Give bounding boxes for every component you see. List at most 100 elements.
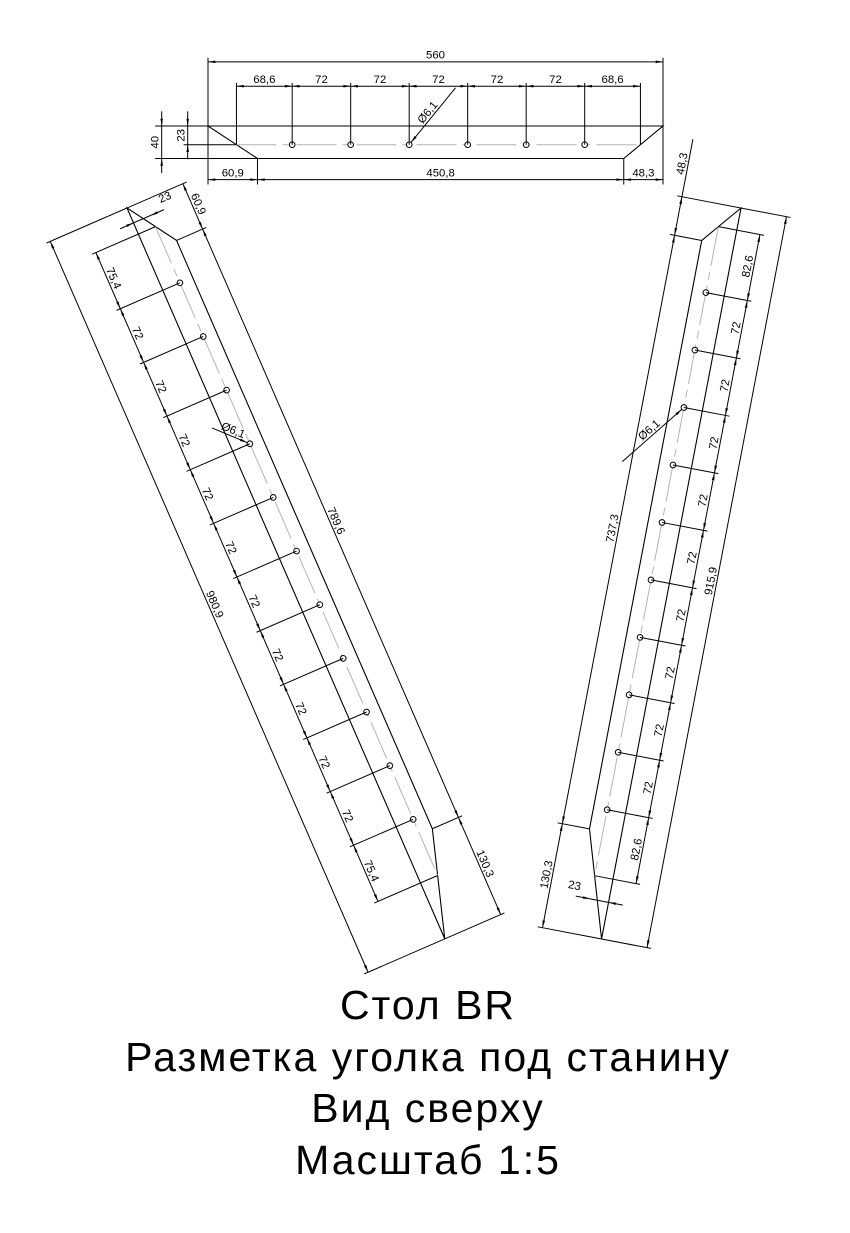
dimension-arrow xyxy=(722,415,726,423)
hole-spacing-label: 72 xyxy=(129,325,145,341)
title-line-description: Разметка уголка под станину xyxy=(125,1034,731,1080)
bottom-dimension-label: 60,9 xyxy=(222,167,244,179)
hole-spacing-label: 75,4 xyxy=(103,266,123,291)
hole-spacing-dimension xyxy=(284,684,307,738)
angle-outline xyxy=(208,126,663,159)
hole-spacing-label: 72 xyxy=(339,808,355,824)
dimension-arrow xyxy=(633,84,641,88)
edge-dimension xyxy=(458,817,500,914)
hole-spacing-label: 68,6 xyxy=(602,74,624,86)
hole-spacing-dimension xyxy=(237,577,260,631)
dimension-arrow xyxy=(460,84,468,88)
hole-offset-label: 23 xyxy=(157,190,173,206)
hole-spacing-label: 72 xyxy=(708,436,722,451)
hole-spacing-dimension xyxy=(636,818,649,884)
dimension-arrow xyxy=(160,158,163,166)
dimension-arrow xyxy=(343,84,351,88)
title-line-product: Стол BR xyxy=(340,982,516,1028)
hole-spacing-dimension xyxy=(736,301,747,358)
overall-length-label: 915,9 xyxy=(703,566,720,596)
edge-dimension-label: 130,3 xyxy=(539,860,556,890)
dimension-arrow xyxy=(733,357,737,366)
dimension-arrow xyxy=(279,677,284,685)
hole-spacing-dimension xyxy=(307,738,330,792)
extension-line xyxy=(47,182,187,243)
extension-line xyxy=(670,234,702,240)
extension-line xyxy=(210,497,273,525)
dimension-arrow xyxy=(292,84,300,88)
hole-spacing-label: 82,6 xyxy=(740,255,756,279)
extension-line xyxy=(233,551,296,579)
edge-dimension xyxy=(562,235,674,823)
extension-line xyxy=(350,819,413,847)
dimension-arrow xyxy=(714,465,718,473)
dimension-arrow xyxy=(283,684,288,692)
hole-spacing-dimension xyxy=(144,362,167,416)
hole-spacing-dimension xyxy=(649,760,660,817)
hole-spacing-label: 72 xyxy=(675,608,689,623)
dimension-arrow xyxy=(757,234,760,243)
dimension-arrow xyxy=(410,135,417,143)
dimension-arrow xyxy=(582,896,591,899)
edge-dimension xyxy=(183,184,203,229)
extension-line xyxy=(677,196,790,218)
extension-line xyxy=(177,227,207,240)
hole-spacing-dimension xyxy=(330,792,353,846)
hole-spacing-dimension xyxy=(190,470,213,524)
dimension-arrow xyxy=(260,630,265,638)
dimension-arrow xyxy=(208,178,216,181)
dimension-arrow xyxy=(250,178,258,181)
hole-spacing-label: 72 xyxy=(697,493,711,508)
extension-line xyxy=(140,336,203,364)
dimension-arrow xyxy=(143,362,148,370)
dimension-line-extension xyxy=(682,139,693,196)
dimension-arrow xyxy=(703,522,707,531)
edge-dimension xyxy=(542,824,562,928)
hole-spacing-label: 72 xyxy=(729,321,743,336)
hole-spacing-label: 72 xyxy=(718,378,732,393)
dimension-arrow xyxy=(679,196,682,205)
extension-line xyxy=(187,444,250,472)
overall-length-label: 560 xyxy=(426,50,445,62)
dimension-arrow xyxy=(559,823,563,832)
dimension-arrow xyxy=(655,178,663,181)
dimension-arrow xyxy=(409,84,417,88)
dimension-arrow xyxy=(454,810,459,818)
dimension-arrow xyxy=(162,408,167,417)
bottom-dimension-label: 450,8 xyxy=(426,167,454,179)
dimension-arrow xyxy=(458,817,463,825)
hole-diameter-label: Ø6,1 xyxy=(219,421,246,442)
dimension-arrow xyxy=(240,438,248,443)
extension-line xyxy=(651,580,696,589)
dimension-arrow xyxy=(190,469,195,477)
dimension-arrow xyxy=(166,416,172,424)
edge-dimension-label: 737,3 xyxy=(605,513,622,543)
hole-spacing-label: 72 xyxy=(432,74,445,86)
dimension-arrow xyxy=(667,702,671,711)
dimension-arrow xyxy=(616,178,624,181)
hole-spacing-label: 72 xyxy=(664,666,678,681)
hole-spacing-dimension xyxy=(167,416,190,470)
hole-spacing-dimension xyxy=(714,415,725,472)
extension-line xyxy=(163,390,226,418)
extension-line xyxy=(684,408,729,417)
extension-line xyxy=(538,927,651,949)
dimension-arrow xyxy=(50,241,55,249)
edge-dimension-label: 130,3 xyxy=(473,848,495,879)
left-angle-piece: 980,960,9789,6130,375,472727272727272727… xyxy=(47,179,512,974)
dimension-arrow xyxy=(647,940,650,948)
extension-line xyxy=(303,712,366,740)
dimension-arrow xyxy=(256,623,261,631)
dimension-arrow xyxy=(373,894,378,902)
extension-line xyxy=(706,293,751,302)
hole-spacing-label: 72 xyxy=(374,74,387,86)
dimension-arrow xyxy=(257,178,265,181)
overall-length-dimension xyxy=(50,241,368,972)
dimension-arrow xyxy=(236,576,242,585)
dimension-arrow xyxy=(116,301,121,309)
hole-spacing-label: 72 xyxy=(152,379,168,395)
dimension-arrow xyxy=(139,355,144,363)
dimension-arrow xyxy=(656,760,660,768)
dimension-arrow xyxy=(182,183,187,191)
